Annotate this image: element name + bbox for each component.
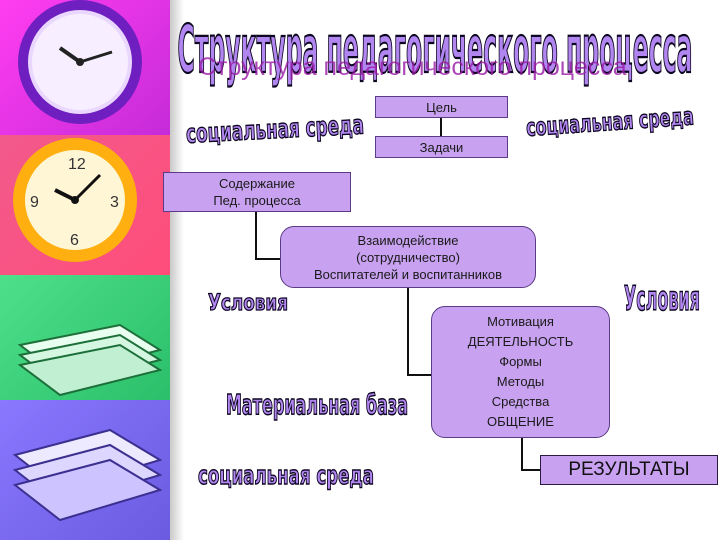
social-env-label: социальная среда bbox=[186, 110, 365, 146]
interaction-line: (сотрудничество) bbox=[356, 249, 460, 265]
content-line: Содержание bbox=[219, 176, 295, 191]
connector-activity-right bbox=[521, 469, 541, 471]
svg-text:12: 12 bbox=[68, 156, 86, 173]
title-shadow-text: Структура педагогического процесса bbox=[198, 53, 627, 81]
page-title: Структура педагогического процесса bbox=[178, 11, 693, 88]
social-env-label: социальная среда bbox=[198, 461, 374, 491]
svg-text:9: 9 bbox=[30, 194, 39, 211]
conditions-left: Условия bbox=[208, 290, 289, 316]
material-base: Материальная база bbox=[226, 387, 409, 422]
conditions-right: Условия bbox=[624, 278, 701, 320]
strip-shadow bbox=[170, 0, 184, 540]
connector-content-down bbox=[255, 211, 257, 259]
connector-interaction-down bbox=[407, 286, 409, 375]
connector-activity-down bbox=[521, 436, 523, 470]
activity-line: Мотивация bbox=[487, 314, 554, 329]
connector-goal-tasks bbox=[440, 116, 442, 137]
results-box: РЕЗУЛЬТАТЫ bbox=[540, 455, 718, 485]
interaction-line: Взаимодействие bbox=[357, 232, 459, 248]
clock-photo-purple bbox=[0, 0, 170, 135]
tasks-label: Задачи bbox=[419, 139, 464, 155]
content-line: Пед. процесса bbox=[213, 193, 301, 208]
social-env-top-right: социальная среда bbox=[526, 104, 695, 138]
activity-line: Формы bbox=[499, 354, 542, 369]
results-label: РЕЗУЛЬТАТЫ bbox=[568, 459, 690, 480]
material-base-label: Материальная база bbox=[226, 388, 408, 421]
goal-label: Цель bbox=[426, 99, 457, 115]
activity-line: Средства bbox=[491, 394, 550, 409]
connector-interaction-right bbox=[407, 374, 433, 376]
activity-line: ОБЩЕНИЕ bbox=[487, 414, 554, 429]
books-photo-violet bbox=[0, 400, 170, 540]
content-box: Содержание Пед. процесса bbox=[163, 172, 351, 212]
interaction-line: Воспитателей и воспитанников bbox=[313, 266, 503, 282]
photo-strip: 12 3 6 9 bbox=[0, 0, 170, 540]
goal-box: Цель bbox=[375, 96, 508, 118]
activity-box: Мотивация ДЕЯТЕЛЬНОСТЬ Формы Методы Сред… bbox=[431, 306, 610, 438]
tasks-box: Задачи bbox=[375, 136, 508, 158]
clock-photo-orange: 12 3 6 9 bbox=[0, 135, 170, 275]
books-photo-green bbox=[0, 275, 170, 400]
social-env-bottom: социальная среда bbox=[198, 460, 375, 491]
conditions-label: Условия bbox=[624, 279, 700, 319]
activity-line: Методы bbox=[496, 374, 545, 389]
social-env-top-left: социальная среда bbox=[186, 110, 365, 146]
svg-text:6: 6 bbox=[70, 232, 79, 249]
svg-text:3: 3 bbox=[110, 194, 119, 211]
conditions-label: Условия bbox=[208, 291, 288, 316]
activity-line: ДЕЯТЕЛЬНОСТЬ bbox=[467, 334, 574, 349]
interaction-box: Взаимодействие (сотрудничество) Воспитат… bbox=[280, 226, 536, 288]
social-env-label: социальная среда bbox=[526, 104, 695, 138]
title-wordart: Структура педагогического процесса bbox=[176, 10, 693, 89]
connector-content-right bbox=[255, 258, 282, 260]
